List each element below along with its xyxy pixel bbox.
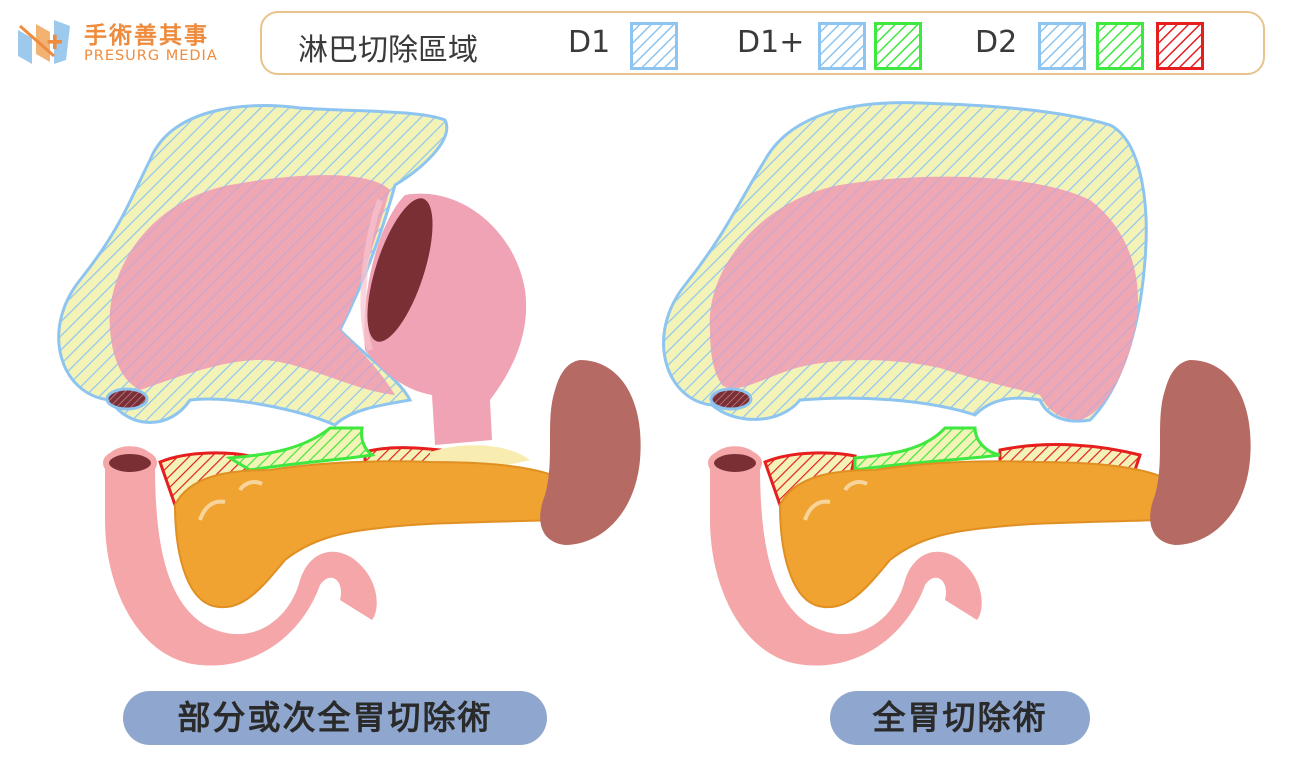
spleen-right: [1150, 360, 1251, 545]
logo-mark-icon: [18, 20, 70, 64]
spleen-left: [540, 360, 641, 545]
stomach-lumen-left: [367, 198, 433, 342]
legend-box: 淋巴切除區域 D1 D1+ D2: [260, 11, 1265, 75]
legend-title: 淋巴切除區域: [298, 33, 478, 68]
stomach-body-right: [709, 176, 1138, 420]
duodenum-right: [710, 446, 982, 666]
legend-label-d1plus: D1+: [737, 25, 805, 60]
duodenum-opening-left: [103, 448, 157, 478]
panel-partial-gastrectomy: [57, 104, 641, 666]
legend-swatch-d1-blue: [630, 22, 678, 70]
duodenum-left: [105, 446, 377, 666]
lymph-node-opening-left: [105, 387, 149, 411]
legend-label-d2: D2: [975, 25, 1018, 60]
legend-swatch-d1plus-green: [874, 22, 922, 70]
lymph-node-opening-right: [709, 387, 753, 411]
caption-total-gastrectomy: 全胃切除術: [830, 691, 1090, 745]
brand-name-cn: 手術善其事: [84, 23, 209, 49]
duodenum-opening-right: [708, 448, 762, 478]
panel-total-gastrectomy: [662, 101, 1251, 666]
legend-label-d1: D1: [568, 25, 611, 60]
brand-name-en: PRESURG MEDIA: [84, 48, 218, 64]
stomach-body-left: [109, 175, 395, 395]
pancreas-left: [173, 460, 578, 609]
legend-swatch-d1plus-blue: [818, 22, 866, 70]
d1plus-green-region-left: [225, 426, 376, 472]
d1plus-green-region-right: [853, 426, 1001, 472]
caption-partial-gastrectomy: 部分或次全胃切除術: [123, 691, 547, 745]
pancreas-right: [778, 460, 1183, 609]
legend-swatch-d2-green: [1096, 22, 1144, 70]
brand-logo: 手術善其事 PRESURG MEDIA: [14, 14, 244, 70]
legend-swatch-d2-red: [1156, 22, 1204, 70]
legend-swatch-d2-blue: [1038, 22, 1086, 70]
